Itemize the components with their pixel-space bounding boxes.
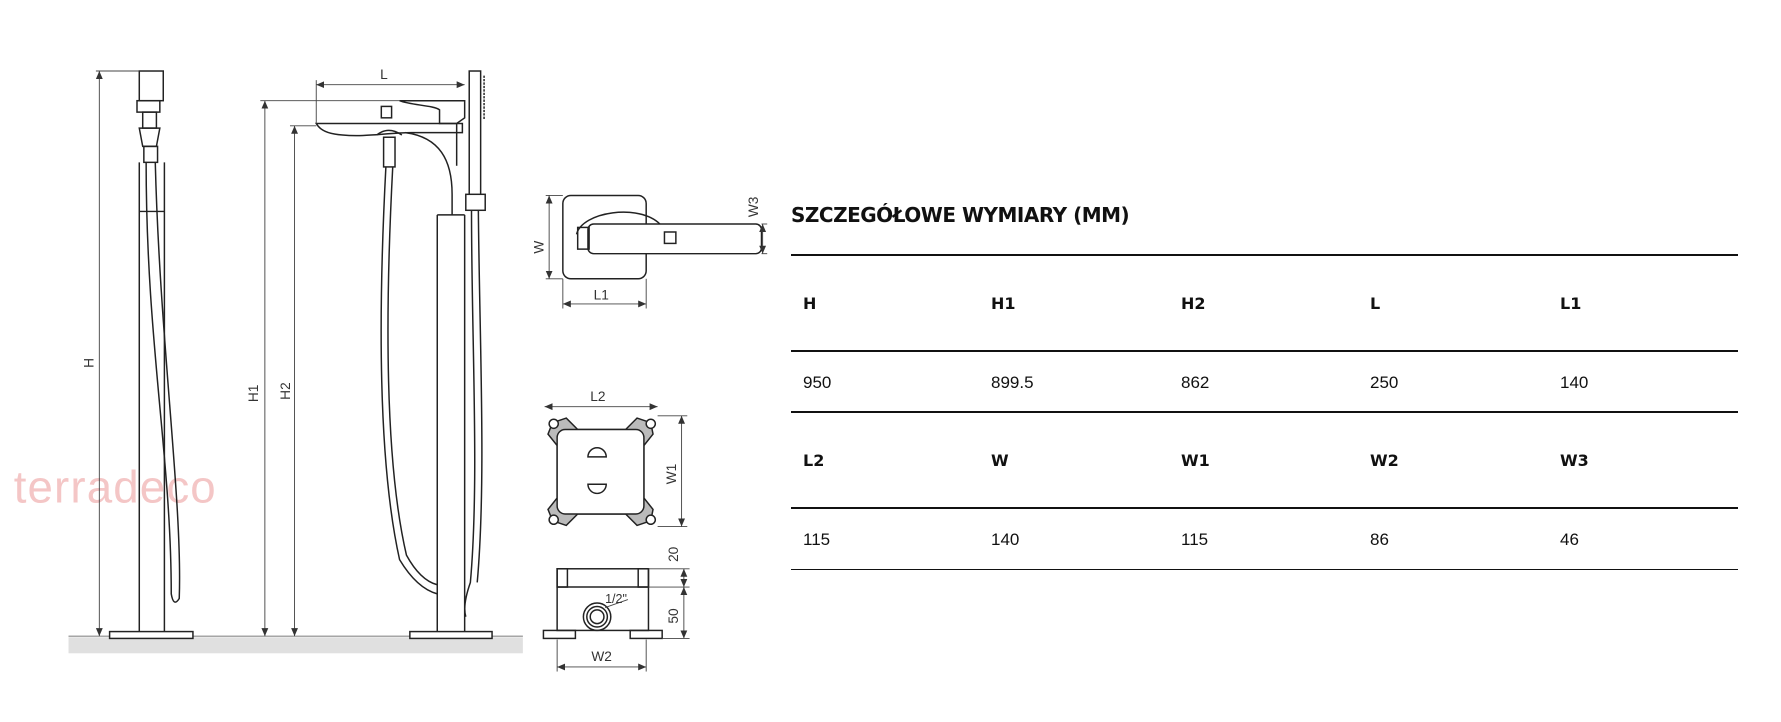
floor [68, 637, 523, 654]
value-cell: 46 [1560, 530, 1579, 549]
thread-label: 1/2" [605, 592, 627, 606]
header-cell: L2 [803, 451, 825, 470]
header-cell: W3 [1560, 451, 1589, 470]
divider [791, 254, 1738, 256]
value-cell: 86 [1370, 530, 1389, 549]
side-view [108, 70, 194, 640]
mounting-box-side [542, 568, 663, 640]
header-cell: L [1370, 294, 1381, 313]
dim-label-20: 20 [666, 546, 681, 562]
value-cell: 250 [1370, 373, 1399, 392]
header-cell: W2 [1370, 451, 1399, 470]
top-view [562, 194, 763, 280]
divider [791, 350, 1738, 352]
dim-label-l: L [380, 67, 388, 82]
dim-label-h: H [82, 358, 97, 368]
dim-label-h2: H2 [278, 382, 293, 400]
value-cell: 115 [803, 530, 831, 549]
dim-label-l2: L2 [590, 389, 605, 404]
dim-label-50: 50 [666, 608, 681, 624]
dim-label-w1: W1 [664, 464, 679, 485]
header-cell: H [803, 294, 817, 313]
front-view [314, 70, 493, 640]
value-cell: 115 [1181, 530, 1209, 549]
dim-label-w3: W3 [746, 196, 761, 217]
value-cell: 862 [1181, 373, 1210, 392]
divider [791, 507, 1738, 509]
dim-label-w2: W2 [591, 649, 612, 664]
dim-label-h1: H1 [246, 385, 261, 403]
header-cell: H2 [1181, 294, 1206, 313]
dim-label-l1: L1 [594, 287, 609, 302]
value-cell: 140 [991, 530, 1020, 549]
value-cell: 899.5 [991, 373, 1034, 392]
watermark: terradeco [14, 462, 217, 513]
divider [791, 411, 1738, 413]
value-cell: 950 [803, 373, 832, 392]
value-cell: 140 [1560, 373, 1589, 392]
divider [791, 569, 1738, 570]
header-cell: H1 [991, 294, 1016, 313]
dim-label-w: W [531, 241, 546, 254]
table-title: SZCZEGÓŁOWE WYMIARY (MM) [791, 203, 1130, 227]
header-cell: W [991, 451, 1009, 470]
mounting-box-front [547, 417, 657, 527]
header-cell: W1 [1181, 451, 1210, 470]
header-cell: L1 [1560, 294, 1582, 313]
